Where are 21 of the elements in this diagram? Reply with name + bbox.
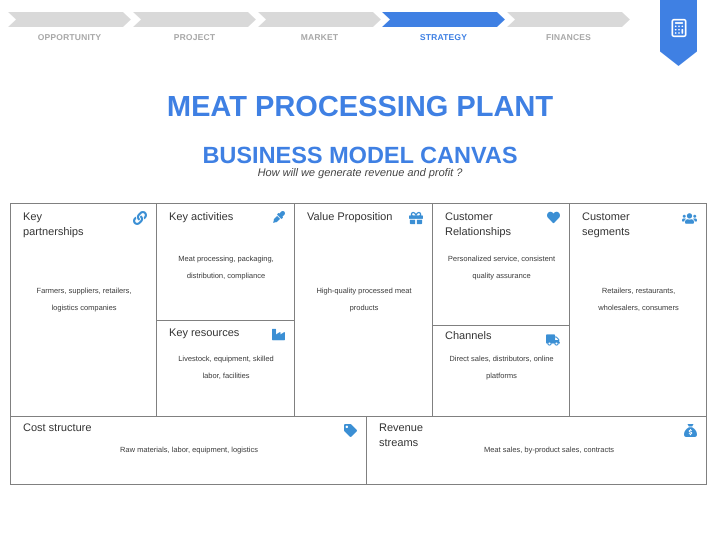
step-label: PROJECT bbox=[172, 31, 216, 43]
canvas-block bbox=[10, 416, 367, 485]
block-heading: Customer segments bbox=[582, 210, 631, 240]
subtitle: BUSINESS MODEL CANVAS bbox=[201, 141, 519, 168]
step-label: FINANCES bbox=[544, 31, 592, 43]
canvas-block bbox=[366, 416, 707, 485]
block-heading: Channels bbox=[445, 329, 492, 344]
block-heading: Key partnerships bbox=[23, 210, 85, 240]
block-heading: Value Proposition bbox=[307, 210, 392, 225]
block-heading: Cost structure bbox=[23, 421, 92, 436]
block-heading: Key resources bbox=[169, 326, 240, 341]
step-label: STRATEGY bbox=[418, 31, 468, 43]
block-heading: Key activities bbox=[169, 210, 234, 225]
canvas-block bbox=[10, 203, 157, 417]
question-text: How will we generate revenue and profit ? bbox=[256, 167, 464, 180]
block-heading: Customer Relationships bbox=[445, 210, 512, 240]
page-title: MEAT PROCESSING PLANT bbox=[166, 90, 554, 125]
canvas-block bbox=[569, 203, 707, 417]
block-heading: Revenue streams bbox=[379, 421, 424, 451]
step-label: MARKET bbox=[300, 31, 340, 43]
step-label: OPPORTUNITY bbox=[36, 31, 102, 43]
